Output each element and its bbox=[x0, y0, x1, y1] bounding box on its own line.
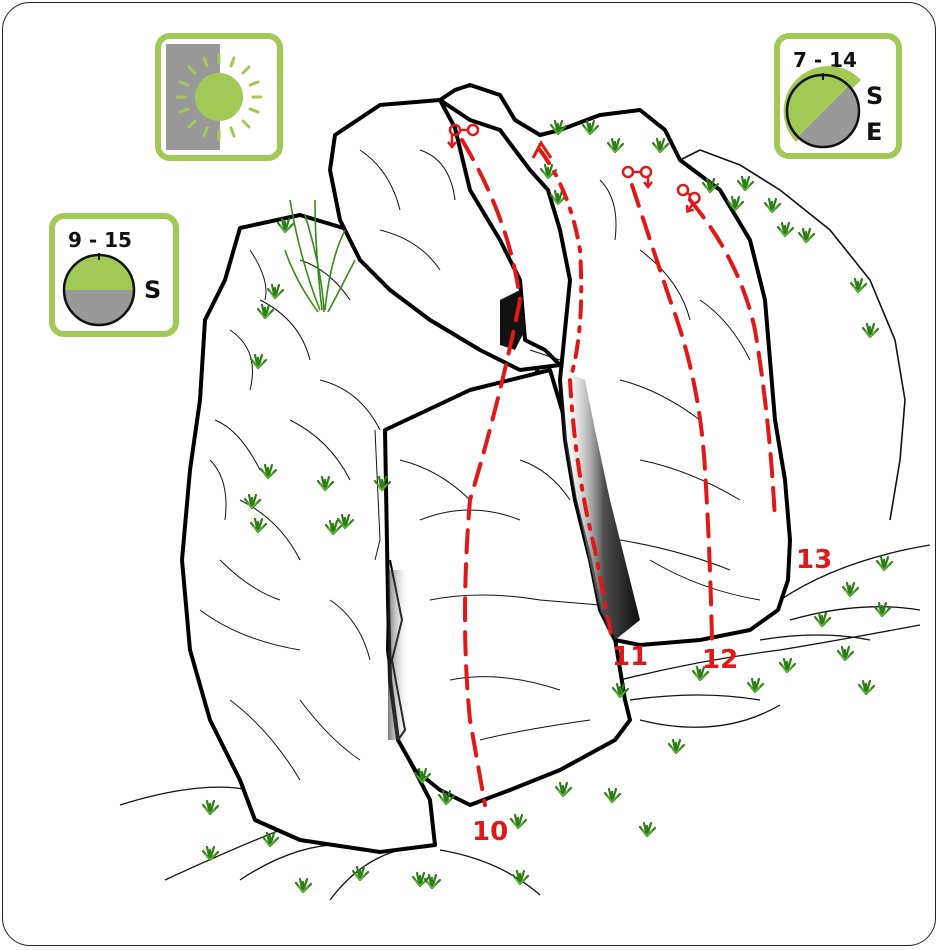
route-number-10[interactable]: 10 bbox=[472, 817, 508, 847]
ground-lines bbox=[119, 544, 931, 901]
route-lines bbox=[460, 138, 777, 807]
grass-tuft-large bbox=[284, 199, 356, 313]
orientation-left-compass bbox=[62, 253, 136, 327]
anchor-icon-route-12 bbox=[621, 165, 653, 190]
anchor-icons bbox=[447, 123, 701, 214]
orientation-badge-left: 9 - 15 S bbox=[49, 213, 179, 337]
sun-icon bbox=[175, 53, 263, 141]
anchor-icon-route-10 bbox=[447, 123, 480, 150]
orientation-right-direction-2: E bbox=[866, 118, 882, 146]
orientation-badge-right: 7 - 14 S E bbox=[774, 33, 902, 159]
route-number-12[interactable]: 12 bbox=[702, 645, 738, 675]
anchor-icon-route-13 bbox=[676, 183, 701, 214]
orientation-right-compass bbox=[783, 66, 861, 149]
orientation-left-direction: S bbox=[144, 276, 161, 304]
route-line-12 bbox=[630, 183, 714, 642]
route-line-11 bbox=[538, 148, 614, 642]
route-11-arrow bbox=[531, 140, 553, 159]
route-number-11[interactable]: 11 bbox=[612, 642, 648, 672]
sun-badge bbox=[155, 33, 283, 161]
orientation-right-direction-1: S bbox=[866, 82, 883, 110]
route-number-13[interactable]: 13 bbox=[796, 545, 832, 575]
route-line-10 bbox=[460, 138, 523, 807]
orientation-left-hours: 9 - 15 bbox=[68, 228, 132, 252]
route-line-13 bbox=[688, 198, 777, 522]
